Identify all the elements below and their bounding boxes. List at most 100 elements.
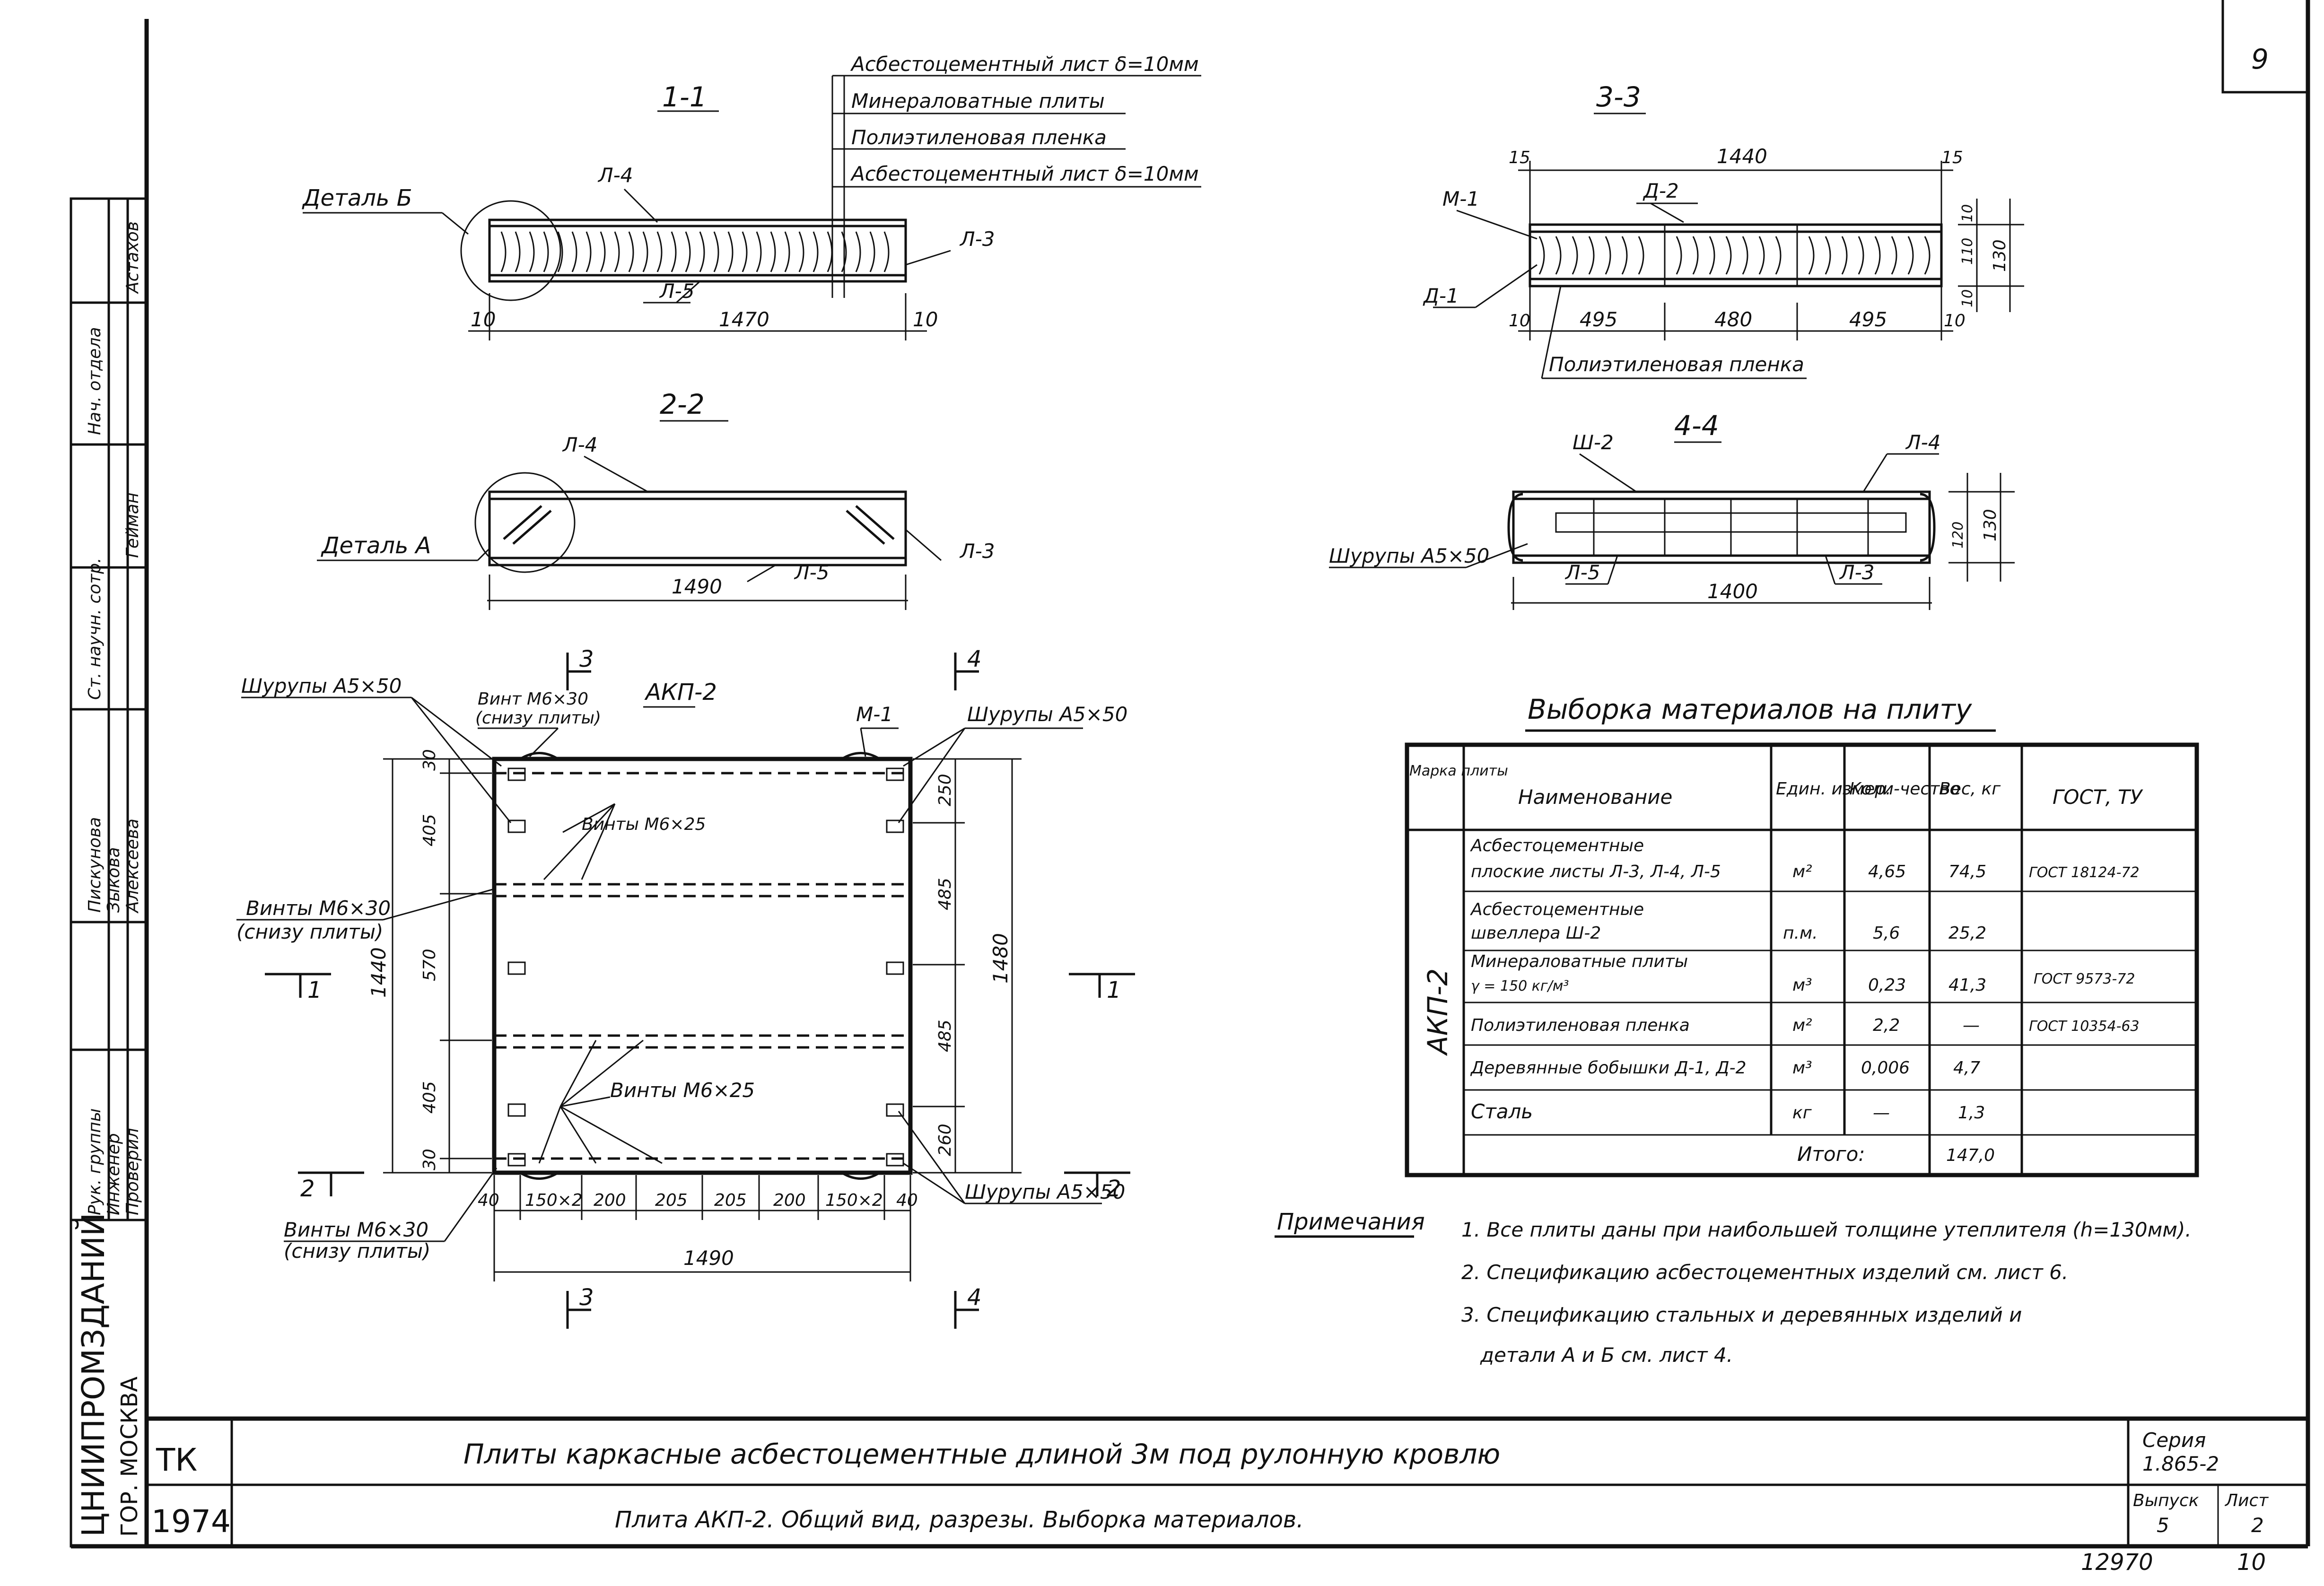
stamp-role-2: Инженер xyxy=(104,1133,123,1215)
notes-title: Примечания xyxy=(1277,1209,1425,1235)
note-3: 3. Спецификацию стальных и деревянных из… xyxy=(1461,1303,2022,1326)
section-3-3-ref-m: М-1 xyxy=(1442,187,1479,210)
plan-title: АКП-2 xyxy=(644,679,717,706)
plan-left-dim-1: 30 xyxy=(420,749,439,771)
plan-screws-top-left: Шурупы A5×50 xyxy=(241,674,402,697)
title-org-code: ТК xyxy=(156,1442,197,1478)
plan-bolt-top-b: (снизу плиты) xyxy=(475,708,601,728)
plan-cut-4-top: 4 xyxy=(967,646,982,672)
section-1-1-layer-1: Асбестоцементный лист δ=10мм xyxy=(850,52,1199,76)
materials-header-gost: ГОСТ, ТУ xyxy=(2053,785,2143,809)
plan-bottom-dim-6: 200 xyxy=(773,1191,806,1210)
materials-row-6-name-1: Сталь xyxy=(1471,1100,1533,1123)
section-4-4-dim-r-inner: 120 xyxy=(1950,522,1966,549)
materials-row-2-unit: п.м. xyxy=(1783,924,1818,943)
plan-cut-3-top: 3 xyxy=(579,646,594,672)
materials-mark: АКП-2 xyxy=(1422,968,1454,1056)
section-3-3 xyxy=(1433,113,2024,379)
section-4-4-dim-total: 1400 xyxy=(1707,580,1758,603)
section-4-4-ref-l3: Л-3 xyxy=(1839,561,1874,584)
plan-bottom-dim-2: 150×2 xyxy=(525,1191,583,1210)
plan-bolts-mid-top: Винты M6×25 xyxy=(582,815,706,834)
section-1-1-dim-total: 1470 xyxy=(719,308,769,331)
plan-cut-1-right: 1 xyxy=(1107,977,1121,1003)
materials-row-1-unit: м² xyxy=(1792,862,1812,881)
plan-bolt-top-a: Винт M6×30 xyxy=(478,689,588,709)
materials-row-5-qty: 0,006 xyxy=(1861,1058,1910,1078)
section-3-3-dim-r-bot: 10 xyxy=(1959,289,1976,307)
section-4-4-screws: Шурупы A5×50 xyxy=(1329,544,1489,567)
plan-screws-bottom-right: Шурупы A5×50 xyxy=(965,1180,1125,1203)
plan-right-dim-2: 485 xyxy=(935,878,955,910)
plan-right-dim-3: 485 xyxy=(935,1020,955,1052)
materials-header-name: Наименование xyxy=(1518,785,1672,809)
plan-bottom-dim-7: 150×2 xyxy=(825,1191,883,1210)
section-3-3-dim-r-mid: 110 xyxy=(1959,238,1976,265)
materials-header-mark: Марка плиты xyxy=(1409,763,1508,779)
materials-row-1-gost: ГОСТ 18124-72 xyxy=(2029,864,2140,881)
materials-total-weight: 147,0 xyxy=(1946,1146,1995,1165)
materials-row-2-qty: 5,6 xyxy=(1873,924,1900,943)
stamp-name-4: Гейман xyxy=(123,493,142,558)
materials-header-unit: Един. измер. xyxy=(1776,779,1891,799)
title-series-label: Серия xyxy=(2142,1429,2206,1452)
plan-screws-top-right: Шурупы A5×50 xyxy=(967,703,1127,726)
materials-row-2-weight: 25,2 xyxy=(1948,924,1986,943)
section-1-1-ref-bottom: Л-5 xyxy=(659,279,694,303)
section-2-2-detail: Деталь А xyxy=(321,532,431,559)
materials-row-2-name-2: швеллера Ш-2 xyxy=(1471,924,1601,943)
materials-row-4-name-1: Полиэтиленовая пленка xyxy=(1471,1016,1690,1035)
section-3-3-dim-b2: 480 xyxy=(1714,308,1752,331)
materials-row-3-name-1: Минераловатные плиты xyxy=(1471,952,1688,971)
section-1-1-layer-2: Минераловатные плиты xyxy=(851,89,1105,113)
stamp-name-3: Алексеева xyxy=(123,819,142,914)
plan-right-dim-4: 260 xyxy=(935,1124,955,1156)
materials-row-4-unit: м² xyxy=(1792,1016,1812,1035)
plan-bolts-bottom-b: (снизу плиты) xyxy=(284,1239,430,1263)
plan-bottom-dim-3: 200 xyxy=(594,1191,626,1210)
plan-bottom-dim-4: 205 xyxy=(655,1191,688,1210)
plan-left-dim-4: 405 xyxy=(420,1081,439,1114)
materials-row-1-weight: 74,5 xyxy=(1948,862,1986,881)
materials-header-weight: Вес, кг xyxy=(1939,779,2001,799)
materials-table xyxy=(1405,742,2199,1177)
plan-left-dim-2: 405 xyxy=(420,814,439,846)
plan-cut-3-bottom: 3 xyxy=(579,1284,594,1311)
side-stamp xyxy=(70,197,148,1548)
title-main: Плиты каркасные асбестоцементные длиной … xyxy=(463,1438,1500,1470)
title-sheet-value: 2 xyxy=(2251,1514,2264,1537)
section-3-3-dim-bottom-left: 10 xyxy=(1509,311,1530,331)
section-3-3-label: 3-3 xyxy=(1596,81,1641,113)
materials-row-3-name-2: γ = 150 кг/м³ xyxy=(1471,978,1569,994)
plan-bottom-dim-1: 40 xyxy=(478,1191,499,1210)
section-3-3-dim-top-left: 15 xyxy=(1509,148,1530,167)
materials-row-3-qty: 0,23 xyxy=(1868,976,1906,995)
plan-bolts-mid-bottom: Винты M6×25 xyxy=(610,1079,755,1102)
materials-row-1-name-2: плоские листы Л-3, Л-4, Л-5 xyxy=(1471,862,1721,881)
materials-row-4-weight: — xyxy=(1963,1016,1980,1035)
materials-row-6-weight: 1,3 xyxy=(1958,1103,1985,1123)
section-3-3-ref-d2: Д-2 xyxy=(1643,179,1679,202)
section-1-1-layer-4: Асбестоцементный лист δ=10мм xyxy=(850,162,1199,185)
section-3-3-dim-top-right: 15 xyxy=(1941,148,1963,167)
plan-view xyxy=(236,653,1135,1329)
stamp-role-1: Рук. группы xyxy=(85,1108,105,1215)
title-sheet-label: Лист xyxy=(2224,1491,2269,1510)
title-issue-value: 5 xyxy=(2157,1514,2169,1537)
section-1-1-dim-left: 10 xyxy=(471,308,496,331)
materials-row-4-gost: ГОСТ 10354-63 xyxy=(2029,1018,2140,1035)
materials-row-1-name-1: Асбестоцементные xyxy=(1470,836,1644,855)
title-subtitle: Плита АКП-2. Общий вид, разрезы. Выборка… xyxy=(615,1507,1303,1533)
title-series-value: 1.865-2 xyxy=(2142,1452,2219,1475)
title-issue-label: Выпуск xyxy=(2133,1491,2199,1510)
stamp-org: ЦНИИПРОМЗДАНИЙ xyxy=(75,1213,112,1537)
title-block xyxy=(147,1419,2308,1546)
section-1-1-dim-right: 10 xyxy=(913,308,938,331)
section-3-3-dim-r-top: 10 xyxy=(1959,204,1976,222)
section-2-2-ref-right: Л-3 xyxy=(959,540,995,563)
plan-right-total: 1480 xyxy=(989,933,1012,984)
plan-bolts-left-a: Винты M6×30 xyxy=(246,897,391,920)
section-2-2-label: 2-2 xyxy=(660,388,705,420)
materials-row-5-weight: 4,7 xyxy=(1953,1058,1980,1078)
